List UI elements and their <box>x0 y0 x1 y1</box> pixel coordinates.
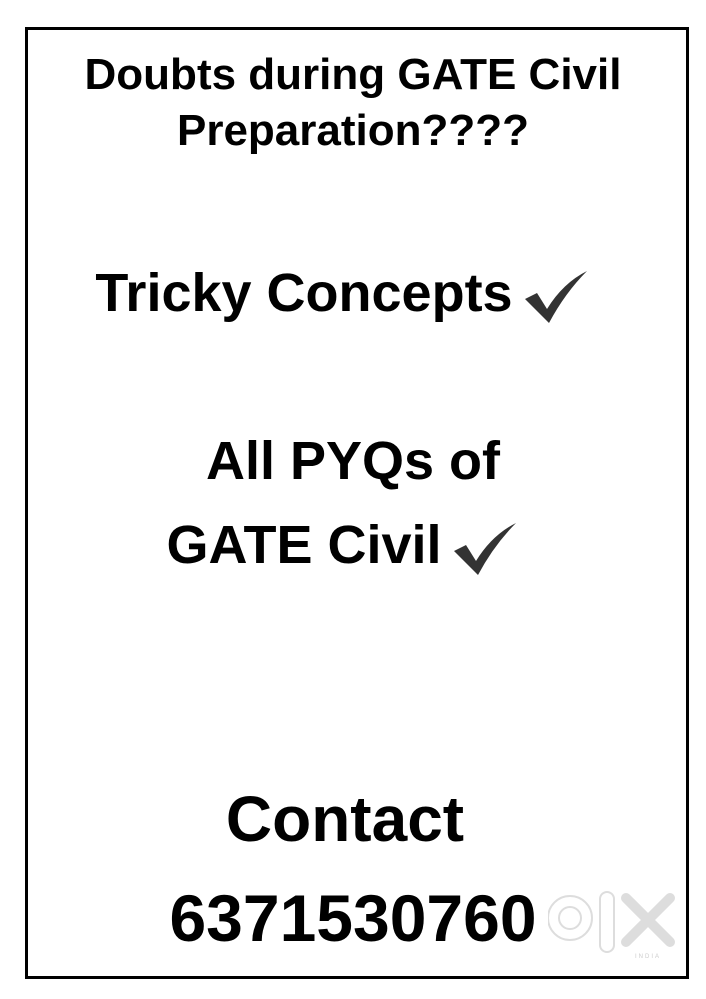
checkmark-icon <box>524 270 587 323</box>
contact-label: Contact <box>225 783 465 855</box>
checkmark-icon <box>453 522 516 575</box>
olx-watermark-logo: INDIA <box>548 891 675 960</box>
point-pyqs-label: GATE Civil <box>166 515 442 575</box>
point-tricky-concepts-label: Tricky Concepts <box>95 263 513 323</box>
phone-number: 6371530760 <box>169 881 537 955</box>
point-pyqs-line-2: GATE Civil <box>0 514 696 577</box>
svg-text:INDIA: INDIA <box>635 954 661 960</box>
point-tricky-concepts: Tricky Concepts <box>0 262 696 325</box>
heading-line-1: Doubts during GATE Civil <box>84 50 622 99</box>
poster-border <box>25 27 689 979</box>
heading-line-2: Preparation???? <box>176 106 530 155</box>
point-pyqs-line-1: All PYQs of <box>205 431 501 491</box>
